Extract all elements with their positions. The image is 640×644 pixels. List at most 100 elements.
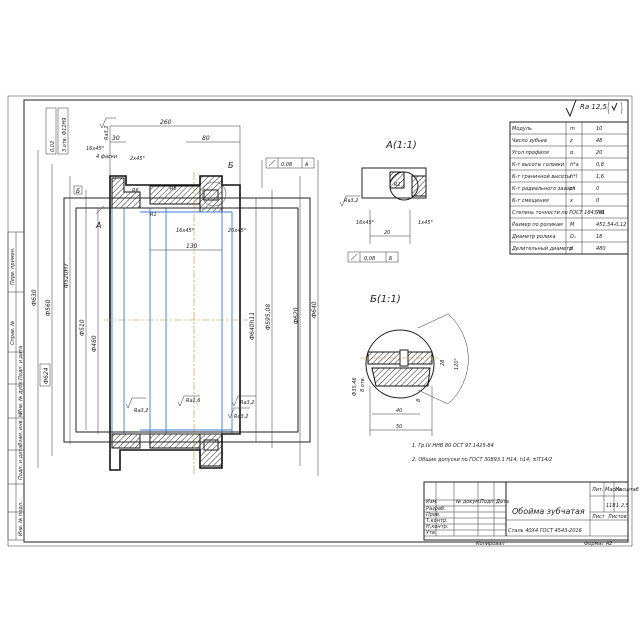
row-izm: Изм. bbox=[426, 499, 438, 505]
dim-d7: Ф620 bbox=[293, 307, 300, 324]
dim-d10: Ф624 bbox=[43, 367, 50, 384]
outline-frame-2 bbox=[75, 207, 299, 433]
section-b-dim40: 40 bbox=[396, 408, 402, 414]
note-1: 1. Гр.IV ННВ 80 ОСТ 97.1425-84 bbox=[412, 443, 494, 449]
datum-e: Б bbox=[76, 188, 80, 195]
view-label-a: А bbox=[95, 221, 101, 230]
params-sym-1: z bbox=[569, 138, 573, 144]
dim-d5: Ф480 bbox=[91, 335, 98, 352]
tol-base: А bbox=[304, 162, 309, 168]
ra-2: Ra3,2 bbox=[134, 408, 149, 414]
row-nkontr: Н.контр. bbox=[426, 524, 448, 530]
section-a: А(1:1) R1 Ra3,2 16х45° 1х45° 20 0,08 Б bbox=[339, 140, 434, 263]
note-depth: 4 фаски bbox=[96, 154, 118, 160]
params-name-7: Степень точности по ГОСТ 1643-81 bbox=[512, 210, 605, 216]
section-hatch-bottom-mid bbox=[149, 433, 201, 449]
params-name-2: Угол профиля bbox=[512, 150, 549, 156]
dim-d1: Ф630 bbox=[31, 289, 38, 306]
strip-label-6: Подп. и дата bbox=[18, 446, 24, 480]
ra-5: Ra3,2 bbox=[234, 414, 249, 420]
format-label: Формат А2 bbox=[584, 541, 612, 547]
general-roughness: Ra 12,5 bbox=[565, 99, 623, 118]
dim-d9: Ф595,08 bbox=[265, 304, 272, 330]
detail-circle-b bbox=[201, 181, 227, 207]
roughness-text: Ra 12,5 bbox=[580, 103, 608, 111]
params-val-10: 480 bbox=[596, 246, 606, 252]
ra-3: Ra1,6 bbox=[186, 398, 201, 404]
sheets-label: Листов bbox=[607, 514, 627, 520]
note-chamfer-1: 16х45° bbox=[176, 228, 195, 234]
params-sym-10: d bbox=[570, 246, 574, 252]
keyhole-bottom bbox=[203, 439, 219, 451]
boxed-dim bbox=[39, 363, 51, 387]
section-b-dim50: 50 bbox=[396, 424, 402, 430]
params-sym-7: - bbox=[570, 210, 572, 216]
params-name-6: К-т смещения bbox=[512, 198, 549, 204]
dim-d3: Ф520H7 bbox=[63, 263, 70, 288]
params-val-4: 1,6 bbox=[596, 174, 604, 180]
part-material: Сталь 40Х4 ГОСТ 4543-2016 bbox=[508, 528, 582, 534]
section-b-dia: Ф35,46 bbox=[352, 377, 358, 396]
section-b-angle: 120° bbox=[454, 357, 460, 370]
dim-d6: Ф640 bbox=[311, 301, 318, 318]
section-a-r: R1 bbox=[394, 182, 401, 188]
section-a-chamfer2: 1х45° bbox=[418, 220, 434, 226]
note-r1: R6 bbox=[132, 188, 139, 194]
row-razrab: Разраб. bbox=[426, 506, 446, 512]
dim-d2: Ф560 bbox=[45, 299, 52, 316]
dim-len-total: 260 bbox=[160, 119, 172, 126]
section-a-ra: Ra3,2 bbox=[344, 198, 359, 204]
params-name-10: Делительный диаметр bbox=[511, 246, 572, 252]
dim-d4: Ф510 bbox=[79, 319, 86, 336]
strip-label-5: Взам. инв. № bbox=[18, 412, 24, 446]
main-view: Ф630 Ф560 Ф520H7 Ф510 Ф480 Ф640h11 Ф595,… bbox=[31, 107, 319, 476]
mass-label: Масса bbox=[605, 487, 621, 493]
note-r3: R1 bbox=[150, 212, 157, 218]
note-chamfer-4: 16х45° bbox=[86, 146, 105, 152]
sheet-label: Лист bbox=[591, 514, 606, 520]
dim-len-80: 80 bbox=[202, 135, 210, 142]
params-name-8: Размер по роликам bbox=[512, 222, 563, 228]
section-a-chamfer1: 16х45° bbox=[356, 220, 375, 226]
params-sym-4: h*l bbox=[570, 174, 578, 180]
col-doc: № докум. bbox=[455, 499, 481, 505]
params-val-2: 20 bbox=[596, 150, 602, 156]
params-sym-3: h*a bbox=[570, 162, 579, 168]
copied-label: Копировал bbox=[476, 541, 505, 547]
params-name-0: Модуль bbox=[512, 126, 532, 132]
row-tkontr: Т.контр. bbox=[426, 518, 448, 524]
params-sym-0: m bbox=[570, 126, 575, 132]
section-hatch-top-right bbox=[199, 175, 223, 213]
params-val-3: 0,8 bbox=[596, 162, 604, 168]
scale-label: Масштаб bbox=[615, 487, 639, 493]
scale-value: 1:2,5 bbox=[616, 503, 629, 509]
section-b-depth: 8 отв. bbox=[360, 377, 366, 392]
params-name-3: К-т высоты головки bbox=[512, 162, 565, 168]
params-sym-5: c* bbox=[570, 186, 576, 192]
params-name-4: К-т граничной высоты bbox=[512, 174, 571, 180]
strip-label-7: Инв. № подл. bbox=[18, 502, 24, 537]
strip-label-4: Инв. № дубл. bbox=[18, 380, 24, 414]
note-2: 2. Общие допуски по ГОСТ 30893.1 Н14, h1… bbox=[412, 457, 552, 463]
strip-label-1: Перв. примен. bbox=[10, 247, 16, 285]
col-date: Дата bbox=[495, 499, 509, 505]
params-val-5: 0 bbox=[596, 186, 599, 192]
part-name: Обойма зубчатая bbox=[512, 507, 585, 516]
row-utv: Утв. bbox=[426, 530, 437, 536]
params-sym-9: Dₙ bbox=[570, 234, 576, 240]
title-block: Обойма зубчатая Сталь 40Х4 ГОСТ 4543-201… bbox=[423, 481, 639, 541]
params-name-9: Диаметр ролика bbox=[511, 234, 556, 240]
row-prov: Пров. bbox=[426, 512, 441, 518]
params-val-8: 451,54-0,12 bbox=[596, 222, 626, 228]
section-hatch-bottom-left bbox=[111, 433, 141, 449]
params-name-1: Число зубьев bbox=[512, 138, 547, 144]
params-val-9: 18 bbox=[596, 234, 602, 240]
tolerance-frame-left: 0,02 3 отв. Ф12Н9 bbox=[45, 107, 69, 155]
params-sym-8: M bbox=[570, 222, 575, 228]
tol-runout: 0,08 bbox=[281, 162, 292, 168]
keyhole-top bbox=[203, 189, 219, 201]
tolerance-frame-runout: 0,08 А bbox=[261, 157, 315, 188]
